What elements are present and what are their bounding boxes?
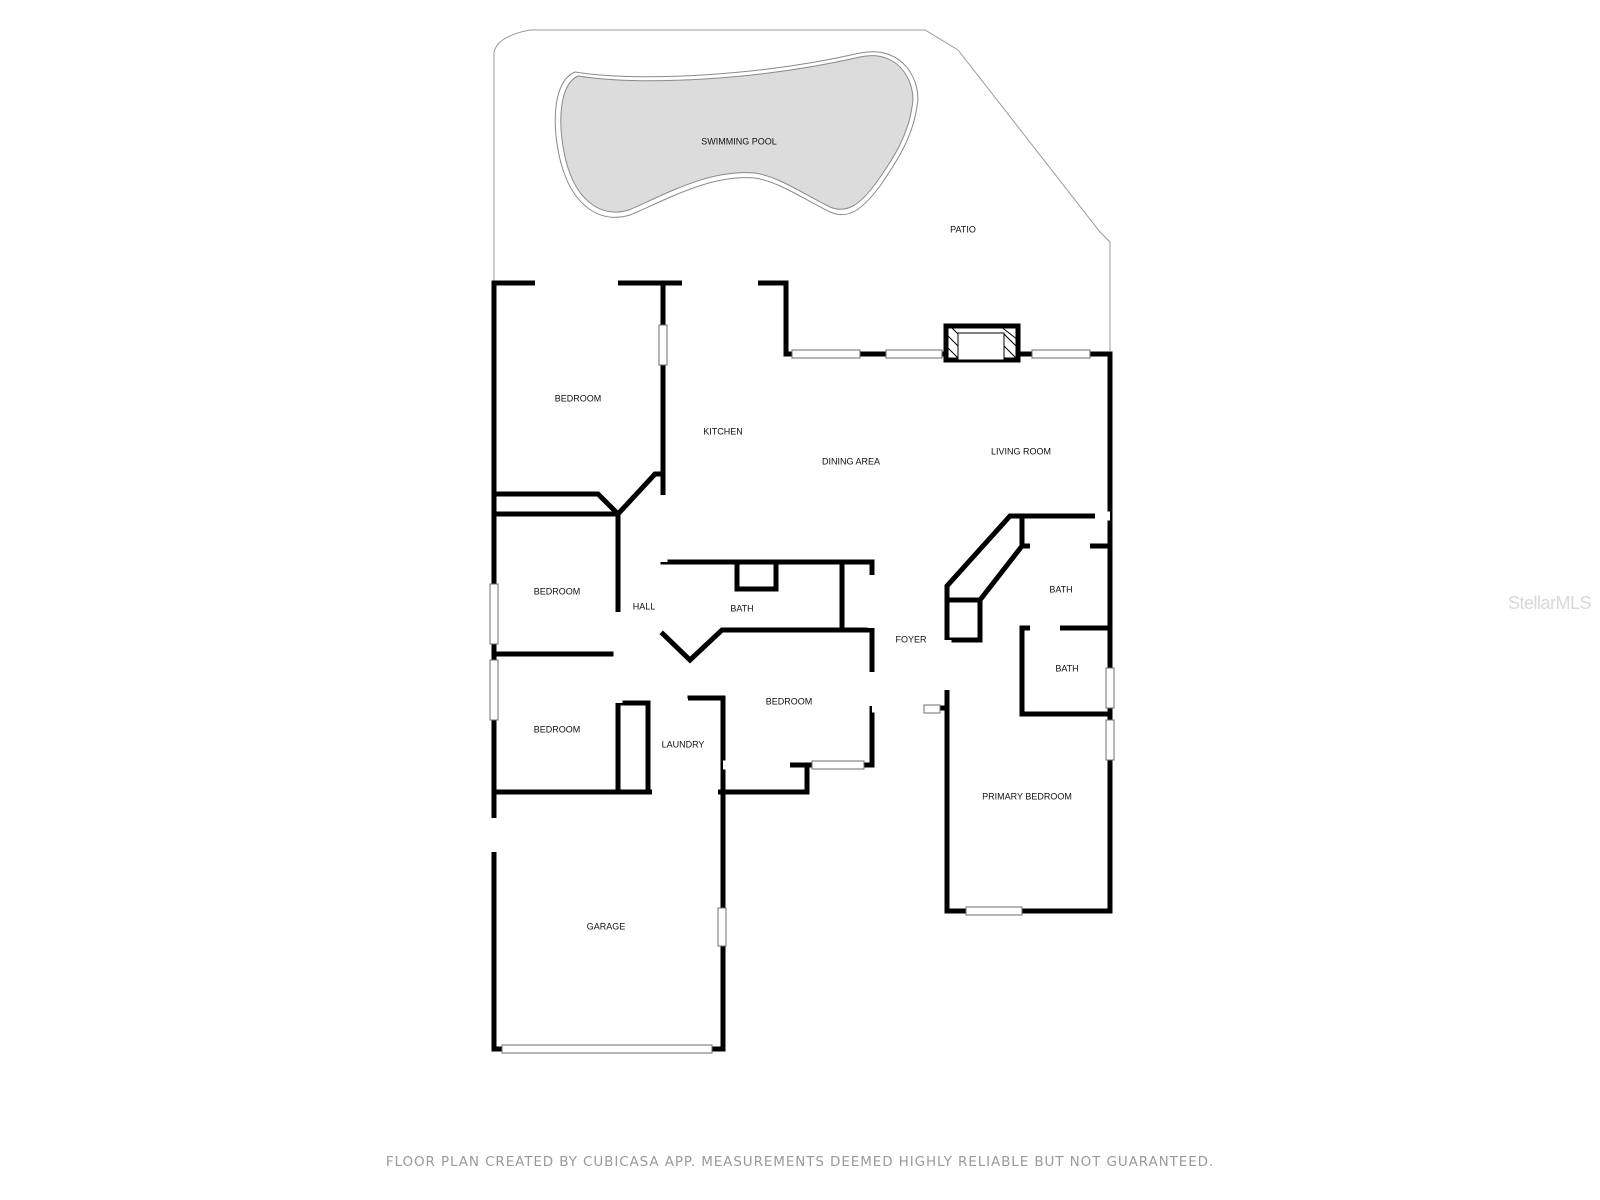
windows xyxy=(489,324,1115,1054)
room-label-patio: PATIO xyxy=(950,224,976,234)
room-label-primary-bedroom: PRIMARY BEDROOM xyxy=(982,791,1072,801)
disclaimer-text: FLOOR PLAN CREATED BY CUBICASA APP. MEAS… xyxy=(385,1154,1215,1170)
swimming-pool xyxy=(554,51,919,218)
room-label-kitchen: KITCHEN xyxy=(703,426,743,436)
room-label-hall: HALL xyxy=(633,601,656,611)
watermark: StellarMLS xyxy=(1508,593,1592,613)
room-label-laundry: LAUNDRY xyxy=(662,739,705,749)
room-label-bath: BATH xyxy=(730,603,753,613)
room-label-bedroom: BEDROOM xyxy=(534,586,581,596)
room-label-bedroom: BEDROOM xyxy=(766,696,813,706)
room-label-bath: BATH xyxy=(1049,584,1072,594)
room-label-garage: GARAGE xyxy=(587,921,626,931)
room-label-bedroom: BEDROOM xyxy=(555,393,602,403)
room-label-bath: BATH xyxy=(1055,663,1078,673)
openings xyxy=(489,278,1110,852)
room-labels: SWIMMING POOL PATIO BEDROOM KITCHEN DINI… xyxy=(534,136,1079,931)
room-label-bedroom: BEDROOM xyxy=(534,724,581,734)
room-label-dining-area: DINING AREA xyxy=(822,456,880,466)
patio-outline xyxy=(493,29,1111,351)
room-label-living-room: LIVING ROOM xyxy=(991,446,1051,456)
fireplace xyxy=(943,323,1021,363)
room-label-foyer: FOYER xyxy=(895,634,927,644)
room-label-swimming-pool: SWIMMING POOL xyxy=(701,136,777,146)
